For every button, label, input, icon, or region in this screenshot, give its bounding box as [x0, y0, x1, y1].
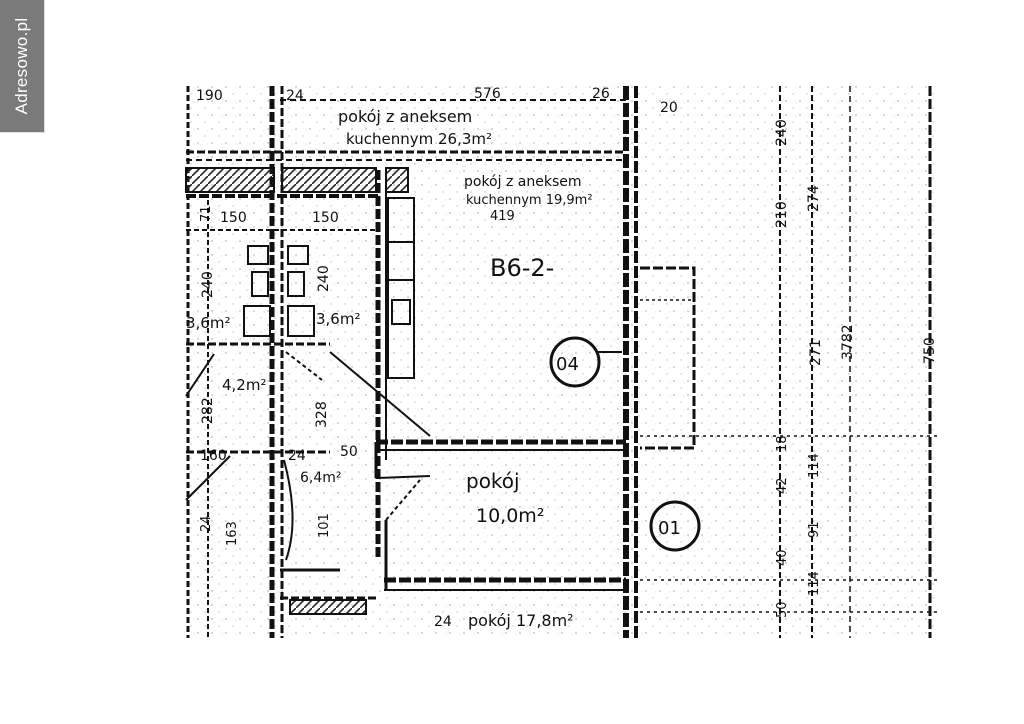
dim-163: 163 — [225, 521, 240, 546]
dim-150-left: 150 — [220, 210, 247, 226]
dim-328: 328 — [314, 401, 330, 428]
room-label-mid-line1: pokój — [466, 469, 520, 493]
area-hall-right: 6,4m² — [300, 470, 342, 486]
dim-top-20: 20 — [660, 100, 678, 116]
dim-right-750: 750 — [922, 337, 938, 364]
room-label-main-line2: kuchennym 19,9m² — [466, 193, 593, 208]
room-label-top-line2: kuchennym 26,3m² — [346, 130, 492, 148]
dim-24-hall: 24 — [288, 448, 306, 464]
dim-150-right: 150 — [312, 210, 339, 226]
dim-24-vert: 24 — [199, 515, 214, 532]
dim-50: 50 — [340, 444, 358, 460]
hatched-wall-small — [385, 167, 409, 193]
marker-01-circle — [649, 500, 701, 552]
hatched-wall-right — [281, 167, 377, 193]
dim-right-271: 271 — [808, 339, 824, 366]
dim-282: 282 — [200, 397, 216, 424]
dim-right-91: 91 — [807, 521, 822, 538]
room-label-mid-line2: 10,0m² — [476, 505, 544, 527]
bath-fixtures — [243, 197, 415, 379]
area-bath-right: 3,6m² — [316, 310, 360, 328]
dim-top-24: 24 — [286, 88, 304, 104]
marker-01-label: 01 — [658, 518, 681, 539]
dim-24-bottom: 24 — [434, 614, 452, 630]
room-label-bottom: pokój 17,8m² — [468, 611, 574, 630]
dim-right-274: 274 — [806, 185, 822, 212]
dim-right-18: 18 — [775, 435, 790, 452]
dim-240-left: 240 — [200, 271, 216, 298]
walls — [186, 86, 938, 638]
dim-top-576: 576 — [474, 86, 501, 102]
area-bath-left: 3,6m² — [186, 314, 230, 332]
area-hall-left: 4,2m² — [222, 376, 266, 394]
marker-04-label: 04 — [556, 354, 579, 375]
dim-right-42: 42 — [775, 477, 790, 494]
dim-right-210: 210 — [774, 201, 790, 228]
hatched-wall-bottom — [289, 599, 367, 615]
hatched-wall-left — [185, 167, 275, 193]
room-label-top-line1: pokój z aneksem — [338, 107, 472, 126]
room-label-main-line1: pokój z aneksem — [464, 174, 581, 190]
dim-top-26: 26 — [592, 86, 610, 102]
dim-right-50: 50 — [775, 601, 790, 618]
dim-240-right: 240 — [316, 265, 332, 292]
unit-code: B6-2- — [490, 254, 554, 282]
dim-71: 71 — [199, 205, 214, 222]
dim-right-240: 240 — [774, 119, 790, 146]
dim-right-114a: 114 — [807, 453, 822, 478]
door-swings — [185, 351, 431, 561]
dim-101: 101 — [317, 513, 332, 538]
marker-04-circle — [549, 336, 601, 388]
room-label-main-dim: 419 — [490, 209, 515, 224]
dim-right-3782: 3782 — [840, 324, 856, 360]
dim-right-114b: 114 — [807, 571, 822, 596]
dim-160: 160 — [200, 448, 227, 464]
dim-top-190: 190 — [196, 88, 223, 104]
watermark: Adresowo.pl — [0, 0, 45, 133]
dim-right-40: 40 — [775, 549, 790, 566]
